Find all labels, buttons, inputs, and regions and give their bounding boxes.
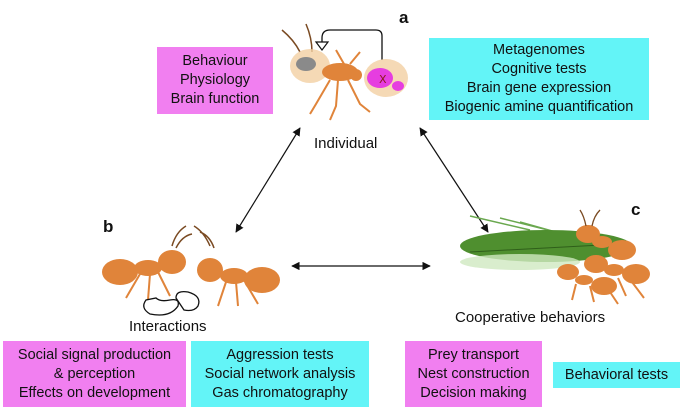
panel-letter-c: c xyxy=(631,200,641,219)
box-line: Biogenic amine quantification xyxy=(444,99,634,115)
individual-methods-box: Metagenomes Cognitive tests Brain gene e… xyxy=(429,38,649,120)
box-line: Brain gene expression xyxy=(466,80,612,96)
box-line: Social network analysis xyxy=(204,365,356,382)
individual-title: Individual xyxy=(314,135,378,152)
box-line: Gas chromatography xyxy=(212,384,348,401)
cooperative-title: Cooperative behaviors xyxy=(455,309,606,326)
interactions-methods-box: Aggression tests Social network analysis… xyxy=(191,341,369,407)
box-line: Decision making xyxy=(420,384,527,401)
box-line: & perception xyxy=(53,365,136,382)
interactions-traits-box: Social signal production & perception Ef… xyxy=(3,341,186,407)
box-line: Behaviour xyxy=(182,53,248,69)
cooperative-ants-prey-icon xyxy=(460,209,650,305)
box-line: Brain function xyxy=(170,91,260,107)
box-line: Aggression tests xyxy=(226,346,334,363)
cooperative-traits-box: Prey transport Nest construction Decisio… xyxy=(405,341,542,407)
box-line: Nest construction xyxy=(417,365,530,382)
interactions-title: Interactions xyxy=(129,318,207,335)
arrow-individual-cooperative xyxy=(419,127,489,233)
box-line: Metagenomes xyxy=(493,42,585,58)
svg-text:X: X xyxy=(379,73,387,86)
box-line: Behavioral tests xyxy=(564,366,669,383)
box-line: Physiology xyxy=(179,72,251,88)
individual-ant-icon: X xyxy=(281,23,408,121)
panel-letter-b: b xyxy=(103,217,114,236)
box-line: Cognitive tests xyxy=(491,61,587,77)
box-line: Effects on development xyxy=(18,384,171,401)
box-line: Social signal production xyxy=(17,346,172,363)
panel-letter-a: a xyxy=(399,8,409,27)
arrow-individual-interactions xyxy=(235,127,301,233)
box-line: Prey transport xyxy=(427,346,520,363)
interacting-ants-icon xyxy=(102,225,280,316)
cooperative-methods-box: Behavioral tests xyxy=(553,362,680,388)
individual-traits-box: Behaviour Physiology Brain function xyxy=(157,47,273,114)
